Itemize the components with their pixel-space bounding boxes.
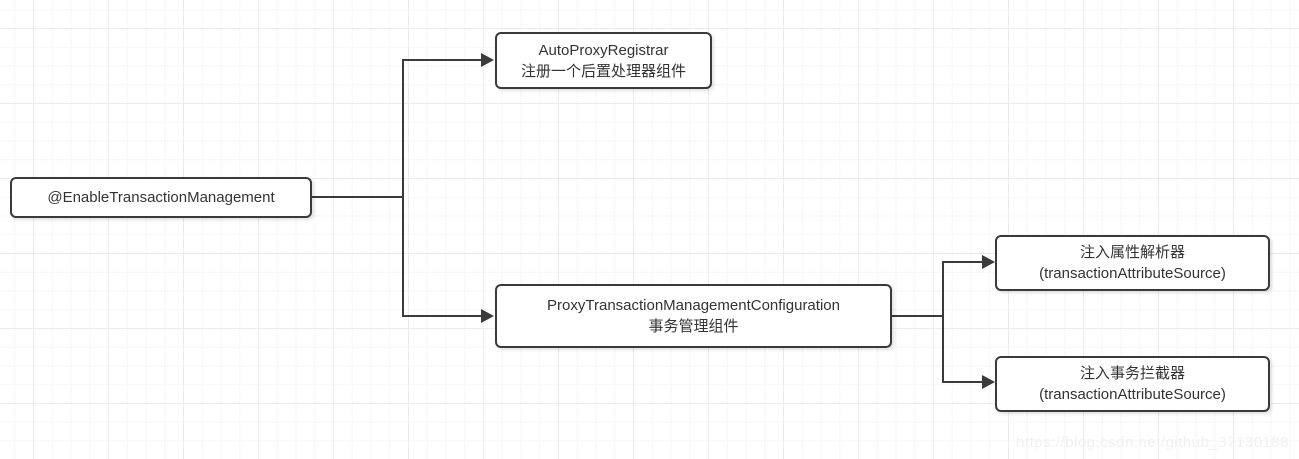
node-label: @EnableTransactionManagement: [47, 189, 275, 206]
arrowhead-attribute-parser: [982, 255, 995, 269]
connector-branch-attribute-parser: [942, 261, 983, 263]
arrowhead-auto-proxy: [481, 53, 494, 67]
node-label-line1: 注入属性解析器: [1079, 244, 1185, 261]
connector-root-to-trunk: [312, 196, 404, 198]
node-proxy-transaction-management-configuration: ProxyTransactionManagementConfiguration …: [495, 284, 892, 348]
connector-right-trunk: [942, 261, 944, 383]
arrowhead-tx-interceptor: [982, 375, 995, 389]
connector-branch-proxy-config: [402, 315, 482, 317]
arrowhead-proxy-config: [481, 309, 494, 323]
connector-left-trunk: [402, 59, 404, 317]
node-enable-transaction-management: @EnableTransactionManagement: [10, 177, 312, 218]
node-label-line2: 事务管理组件: [648, 318, 739, 335]
csdn-watermark: https://blog.csdn.net/github_37130188: [1016, 434, 1289, 451]
connector-branch-auto-proxy: [402, 59, 482, 61]
node-label-line1: AutoProxyRegistrar: [538, 41, 669, 59]
node-inject-transaction-interceptor: 注入事务拦截器 (transactionAttributeSource): [995, 356, 1270, 412]
node-label-line2: (transactionAttributeSource): [1039, 265, 1226, 282]
node-label-line2: 注册一个后置处理器组件: [520, 62, 686, 80]
connector-proxy-config-to-trunk: [892, 315, 944, 317]
node-label-line2: (transactionAttributeSource): [1039, 386, 1226, 403]
node-label-line1: 注入事务拦截器: [1079, 365, 1185, 382]
node-label-line1: ProxyTransactionManagementConfiguration: [547, 297, 840, 314]
node-inject-attribute-parser: 注入属性解析器 (transactionAttributeSource): [995, 235, 1270, 291]
node-auto-proxy-registrar: AutoProxyRegistrar 注册一个后置处理器组件: [495, 32, 712, 89]
connector-branch-tx-interceptor: [942, 381, 983, 383]
